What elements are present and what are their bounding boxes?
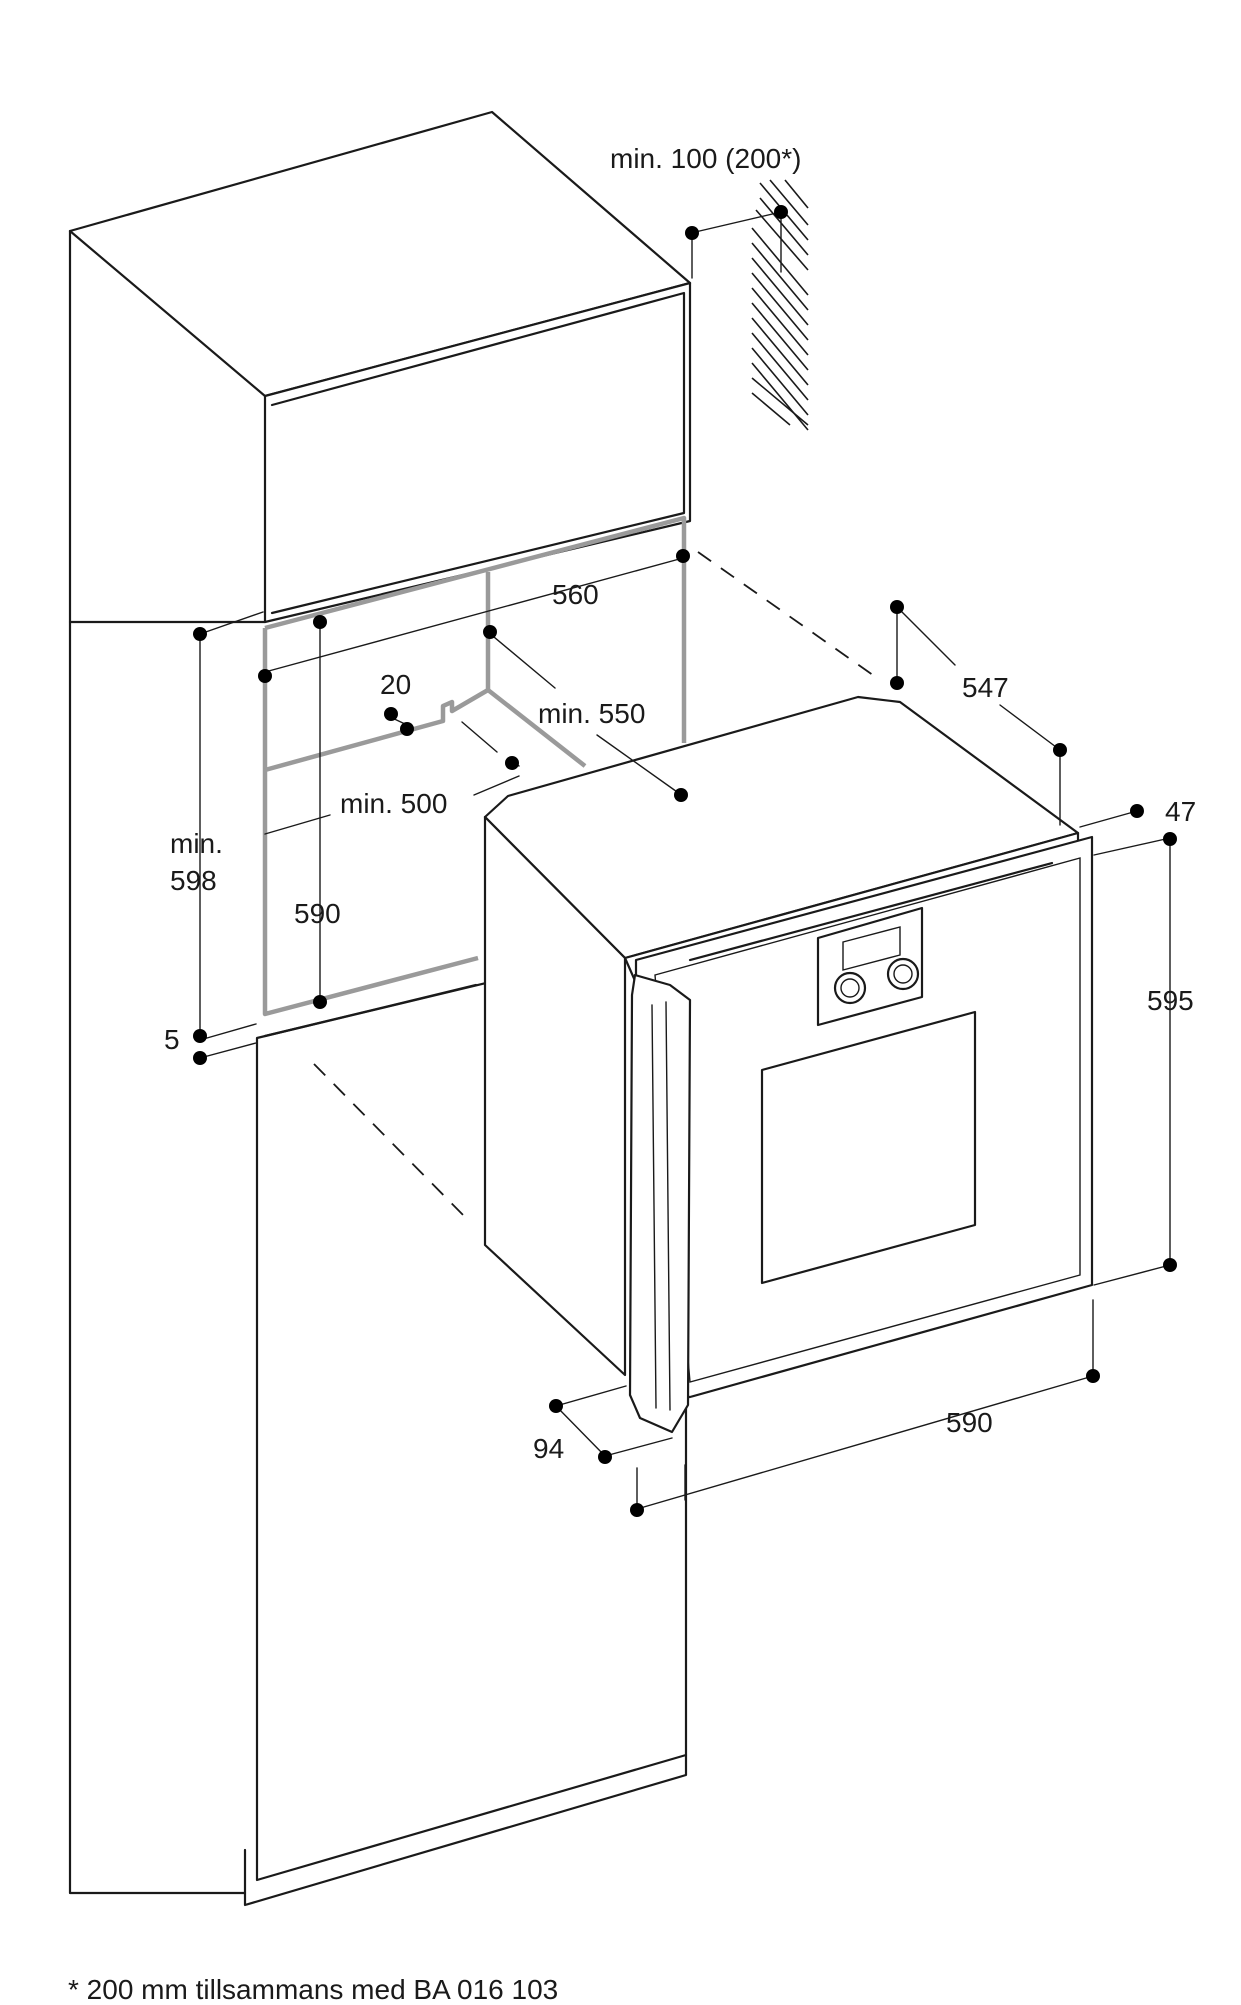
dot-inner-height-bottom	[313, 995, 327, 1009]
label-niche-depth: min. 550	[538, 698, 645, 729]
dot-shelf-depth	[505, 756, 519, 770]
label-niche-width: 560	[552, 579, 599, 610]
projection-lines	[313, 551, 881, 1223]
label-handle-depth: 94	[533, 1433, 564, 1464]
dot-niche-depth-front	[674, 788, 688, 802]
dot-niche-width-right	[676, 549, 690, 563]
label-top-clearance: min. 100 (200*)	[610, 143, 801, 174]
niche-outline	[262, 515, 687, 1017]
label-niche-height-line1: min.	[170, 828, 223, 859]
dot-handle-bottom	[598, 1450, 612, 1464]
dot-width-right	[1086, 1369, 1100, 1383]
dot-base-gap	[193, 1051, 207, 1065]
dot-top-clearance-right	[774, 205, 788, 219]
dot-niche-height-bottom	[193, 1029, 207, 1043]
label-vent-depth: 20	[380, 669, 411, 700]
dot-inner-height-top	[313, 615, 327, 629]
upper-cabinet	[68, 110, 692, 624]
label-appliance-width: 590	[946, 1407, 993, 1438]
dot-height-bottom	[1163, 1258, 1177, 1272]
dot-top-clearance-left	[685, 226, 699, 240]
label-appliance-height: 595	[1147, 985, 1194, 1016]
dot-niche-width-left	[258, 669, 272, 683]
dot-vent-right	[400, 722, 414, 736]
label-front-projection: 47	[1165, 796, 1196, 827]
wall-hatch	[751, 179, 809, 431]
dimension-dots	[193, 205, 1177, 1517]
oven	[483, 695, 1094, 1434]
label-base-gap: 5	[164, 1024, 180, 1055]
label-niche-height-line2: 598	[170, 865, 217, 896]
dot-niche-depth-back	[483, 625, 497, 639]
dot-width-left	[630, 1503, 644, 1517]
dot-vent-left	[384, 707, 398, 721]
label-niche-inner-height: 590	[294, 898, 341, 929]
dimension-labels: min. 100 (200*) 560 547 20 min. 550 min.…	[164, 143, 1196, 1464]
dot-niche-height-top	[193, 627, 207, 641]
label-appliance-depth: 547	[962, 672, 1009, 703]
dot-height-top	[1163, 832, 1177, 846]
dot-depth-left-bottom	[890, 676, 904, 690]
dimension-lines	[199, 211, 1171, 1510]
dot-depth-right	[1053, 743, 1067, 757]
dot-projection	[1130, 804, 1144, 818]
label-shelf-depth: min. 500	[340, 788, 447, 819]
dot-handle-left	[549, 1399, 563, 1413]
footnote: * 200 mm tillsammans med BA 016 103	[68, 1974, 559, 2005]
dot-depth-left-top	[890, 600, 904, 614]
